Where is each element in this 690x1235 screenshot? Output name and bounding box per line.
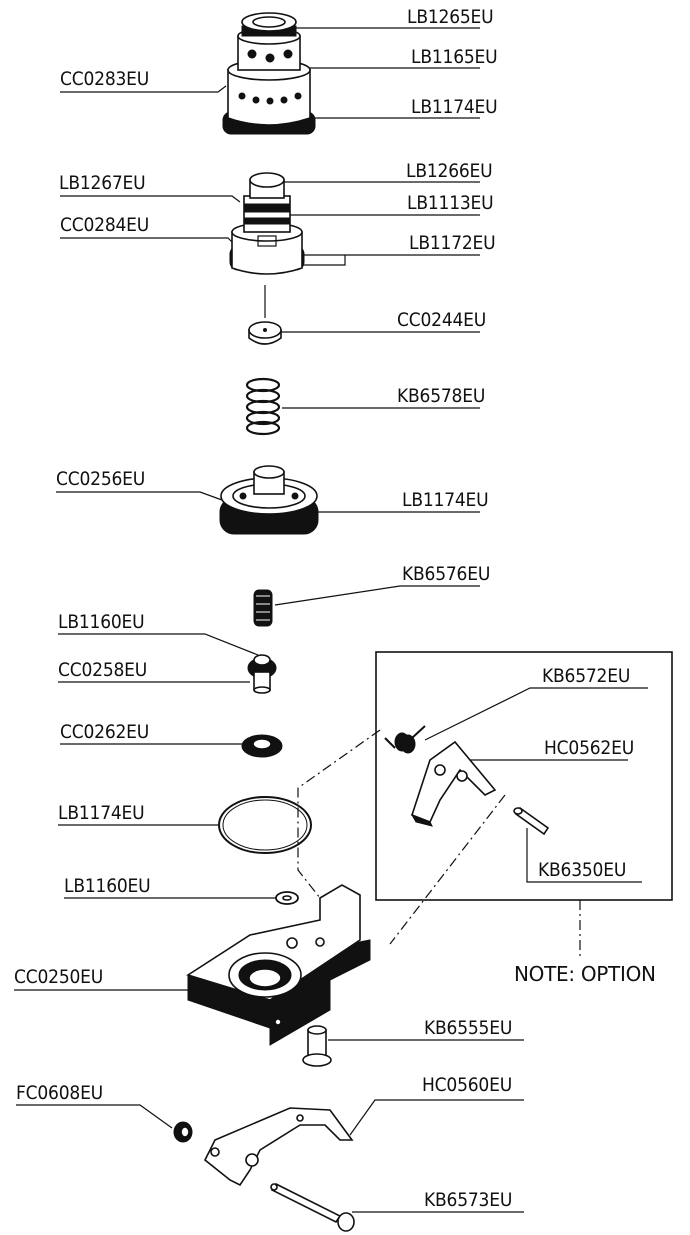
label-kb6578eu: KB6578EU [397, 385, 486, 407]
label-cc0284eu: CC0284EU [60, 214, 150, 236]
label-lb1174eu-bottom: LB1174EU [58, 802, 145, 824]
label-lb1160eu-bottom: LB1160EU [64, 875, 151, 897]
part-kb6555-pin [302, 1025, 332, 1067]
part-kb6573-pin [270, 1182, 355, 1232]
label-kb6576eu: KB6576EU [402, 563, 491, 585]
part-cc0244-disc [248, 321, 282, 345]
label-cc0256eu: CC0256EU [56, 468, 146, 490]
label-kb6350eu: KB6350EU [538, 859, 627, 881]
part-cc0284-cartridge [229, 172, 305, 275]
part-cc0250-body [186, 884, 371, 1046]
label-cc0262eu: CC0262EU [60, 721, 150, 743]
part-cc0258-valve [247, 654, 277, 694]
label-lb1265eu: LB1265EU [407, 6, 494, 28]
part-cc0283-cartridge [222, 12, 316, 135]
label-kb6572eu: KB6572EU [542, 665, 631, 687]
label-cc0258eu: CC0258EU [58, 659, 148, 681]
part-lb1160-ring [275, 891, 299, 905]
label-cc0250eu: CC0250EU [14, 966, 104, 988]
part-lb1174-oring [218, 796, 312, 854]
part-kb6576-small-spring [253, 589, 273, 627]
part-kb6572-torsion-spring [384, 725, 426, 754]
label-kb6573eu: KB6573EU [424, 1189, 513, 1211]
label-lb1266eu: LB1266EU [406, 160, 493, 182]
label-lb1267eu: LB1267EU [59, 172, 146, 194]
label-fc0608eu: FC0608EU [16, 1082, 103, 1104]
label-lb1174eu-mid: LB1174EU [402, 489, 489, 511]
part-fc0608-nut [173, 1121, 193, 1143]
part-kb6350-pin [513, 806, 550, 836]
part-cc0262-washer [241, 734, 283, 758]
label-lb1172eu: LB1172EU [409, 232, 496, 254]
label-lb1165eu: LB1165EU [411, 46, 498, 68]
part-cc0256-housing [219, 465, 319, 535]
part-hc0562-lever [410, 740, 497, 827]
label-hc0562eu: HC0562EU [544, 737, 635, 759]
label-hc0560eu: HC0560EU [422, 1074, 513, 1096]
note-option: NOTE: OPTION [514, 962, 656, 986]
label-cc0244eu: CC0244EU [397, 309, 487, 331]
part-kb6578-spring [245, 377, 281, 436]
part-hc0560-lever [203, 1107, 354, 1187]
label-kb6555eu: KB6555EU [424, 1017, 513, 1039]
label-lb1160eu-top: LB1160EU [58, 611, 145, 633]
label-cc0283eu: CC0283EU [60, 68, 150, 90]
leader-lines [14, 27, 673, 1213]
label-lb1113eu: LB1113EU [407, 192, 494, 214]
label-lb1174eu-top: LB1174EU [411, 96, 498, 118]
